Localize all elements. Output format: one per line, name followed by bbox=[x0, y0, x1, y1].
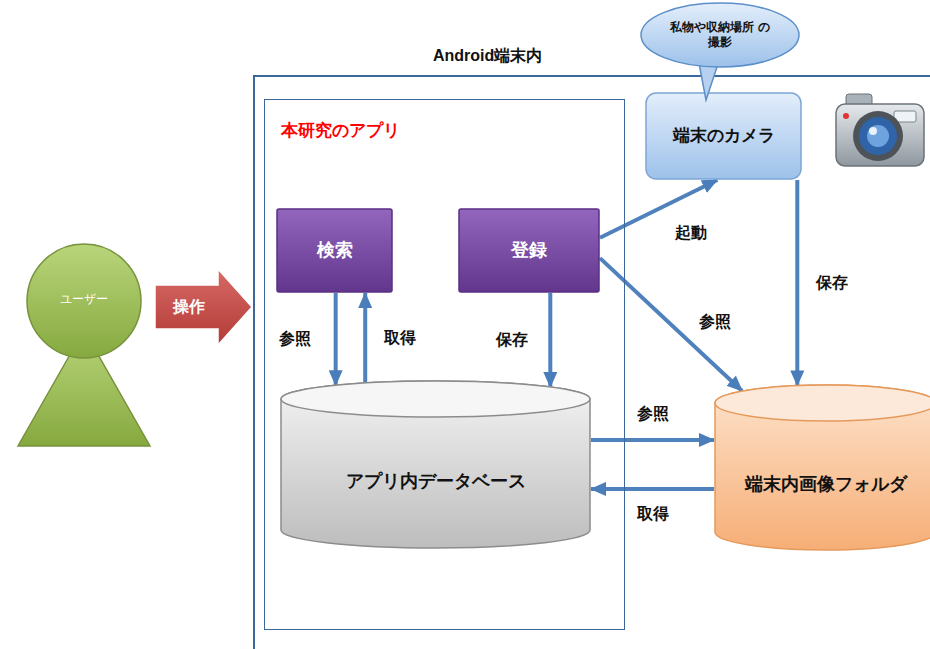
camera-box: 端末のカメラ bbox=[645, 92, 802, 180]
edge-label-holder: 保存 bbox=[494, 330, 530, 351]
edge-label: 参照 bbox=[277, 329, 313, 350]
cylinder-body bbox=[281, 381, 590, 548]
node-label: 私物や収納場所 の撮影 bbox=[670, 20, 770, 50]
edge-label: 保存 bbox=[494, 330, 530, 351]
node-label: ユーザー bbox=[60, 292, 108, 307]
edge-label: 取得 bbox=[635, 503, 671, 524]
flow-arrow bbox=[334, 293, 338, 385]
edge-label-holder: 取得 bbox=[382, 328, 418, 349]
process-box: 検索 bbox=[276, 208, 393, 293]
block-arrow bbox=[155, 269, 252, 345]
edge-label-holder: 参照 bbox=[277, 329, 313, 350]
edge-label: 参照 bbox=[697, 311, 733, 332]
app-frame: 本研究のアプリ検索 登録アプリ内データベース bbox=[264, 99, 625, 630]
edge-label-holder: 起動 bbox=[673, 222, 709, 243]
edge-label-holder: 操作 bbox=[171, 297, 207, 318]
cylinder-lid bbox=[715, 385, 930, 421]
edge-label-holder: 保存 bbox=[814, 272, 850, 293]
process-box: 登録 bbox=[458, 208, 600, 293]
node-label: アプリ内データベース bbox=[346, 470, 526, 493]
flow-arrow bbox=[591, 438, 714, 442]
user-figure: ユーザー bbox=[18, 243, 150, 447]
node-label: 端末のカメラ bbox=[673, 125, 775, 146]
image-folder-cylinder-outline bbox=[714, 385, 930, 550]
flow-arrow bbox=[591, 487, 714, 491]
bubble-ellipse bbox=[641, 3, 799, 67]
flow-arrow bbox=[795, 180, 799, 385]
edge-label: 参照 bbox=[635, 403, 671, 424]
flow-arrow bbox=[548, 293, 552, 387]
edge-label: 操作 bbox=[171, 297, 207, 318]
edge-label-holder: 取得 bbox=[635, 503, 671, 524]
node-label: 端末内画像フォルダ bbox=[745, 473, 907, 496]
camera-icon bbox=[834, 86, 926, 172]
edge-label: 取得 bbox=[382, 328, 418, 349]
database-cylinder: アプリ内データベース bbox=[280, 381, 591, 548]
person-head bbox=[27, 244, 141, 358]
box-fill bbox=[277, 209, 392, 292]
user-figure-outline bbox=[18, 243, 150, 447]
edge-label-holder: 参照 bbox=[697, 311, 733, 332]
frame-heading: 本研究のアプリ bbox=[281, 120, 400, 141]
box-fill bbox=[646, 93, 801, 179]
edge-label: 保存 bbox=[814, 272, 850, 293]
image-folder-cylinder: 端末内画像フォルダ bbox=[714, 385, 930, 550]
flow-arrow bbox=[363, 293, 367, 383]
box-fill bbox=[459, 209, 599, 292]
speech-bubble: 私物や収納場所 の撮影 bbox=[640, 2, 800, 68]
device-frame: Android端末内本研究のアプリ検索登録アプリ内データベース端末のカメラ端末内… bbox=[253, 75, 930, 649]
node-label: 検索 bbox=[317, 239, 353, 262]
edge-label-holder: 参照 bbox=[635, 403, 671, 424]
cylinder-body bbox=[715, 385, 930, 550]
frame-heading: Android端末内 bbox=[433, 46, 542, 66]
edge-label: 起動 bbox=[673, 222, 709, 243]
cylinder-lid bbox=[281, 381, 590, 417]
flow-arrow bbox=[600, 180, 717, 238]
flow-arrow bbox=[600, 258, 742, 391]
database-cylinder-outline bbox=[280, 381, 591, 548]
node-label: 登録 bbox=[511, 239, 547, 262]
